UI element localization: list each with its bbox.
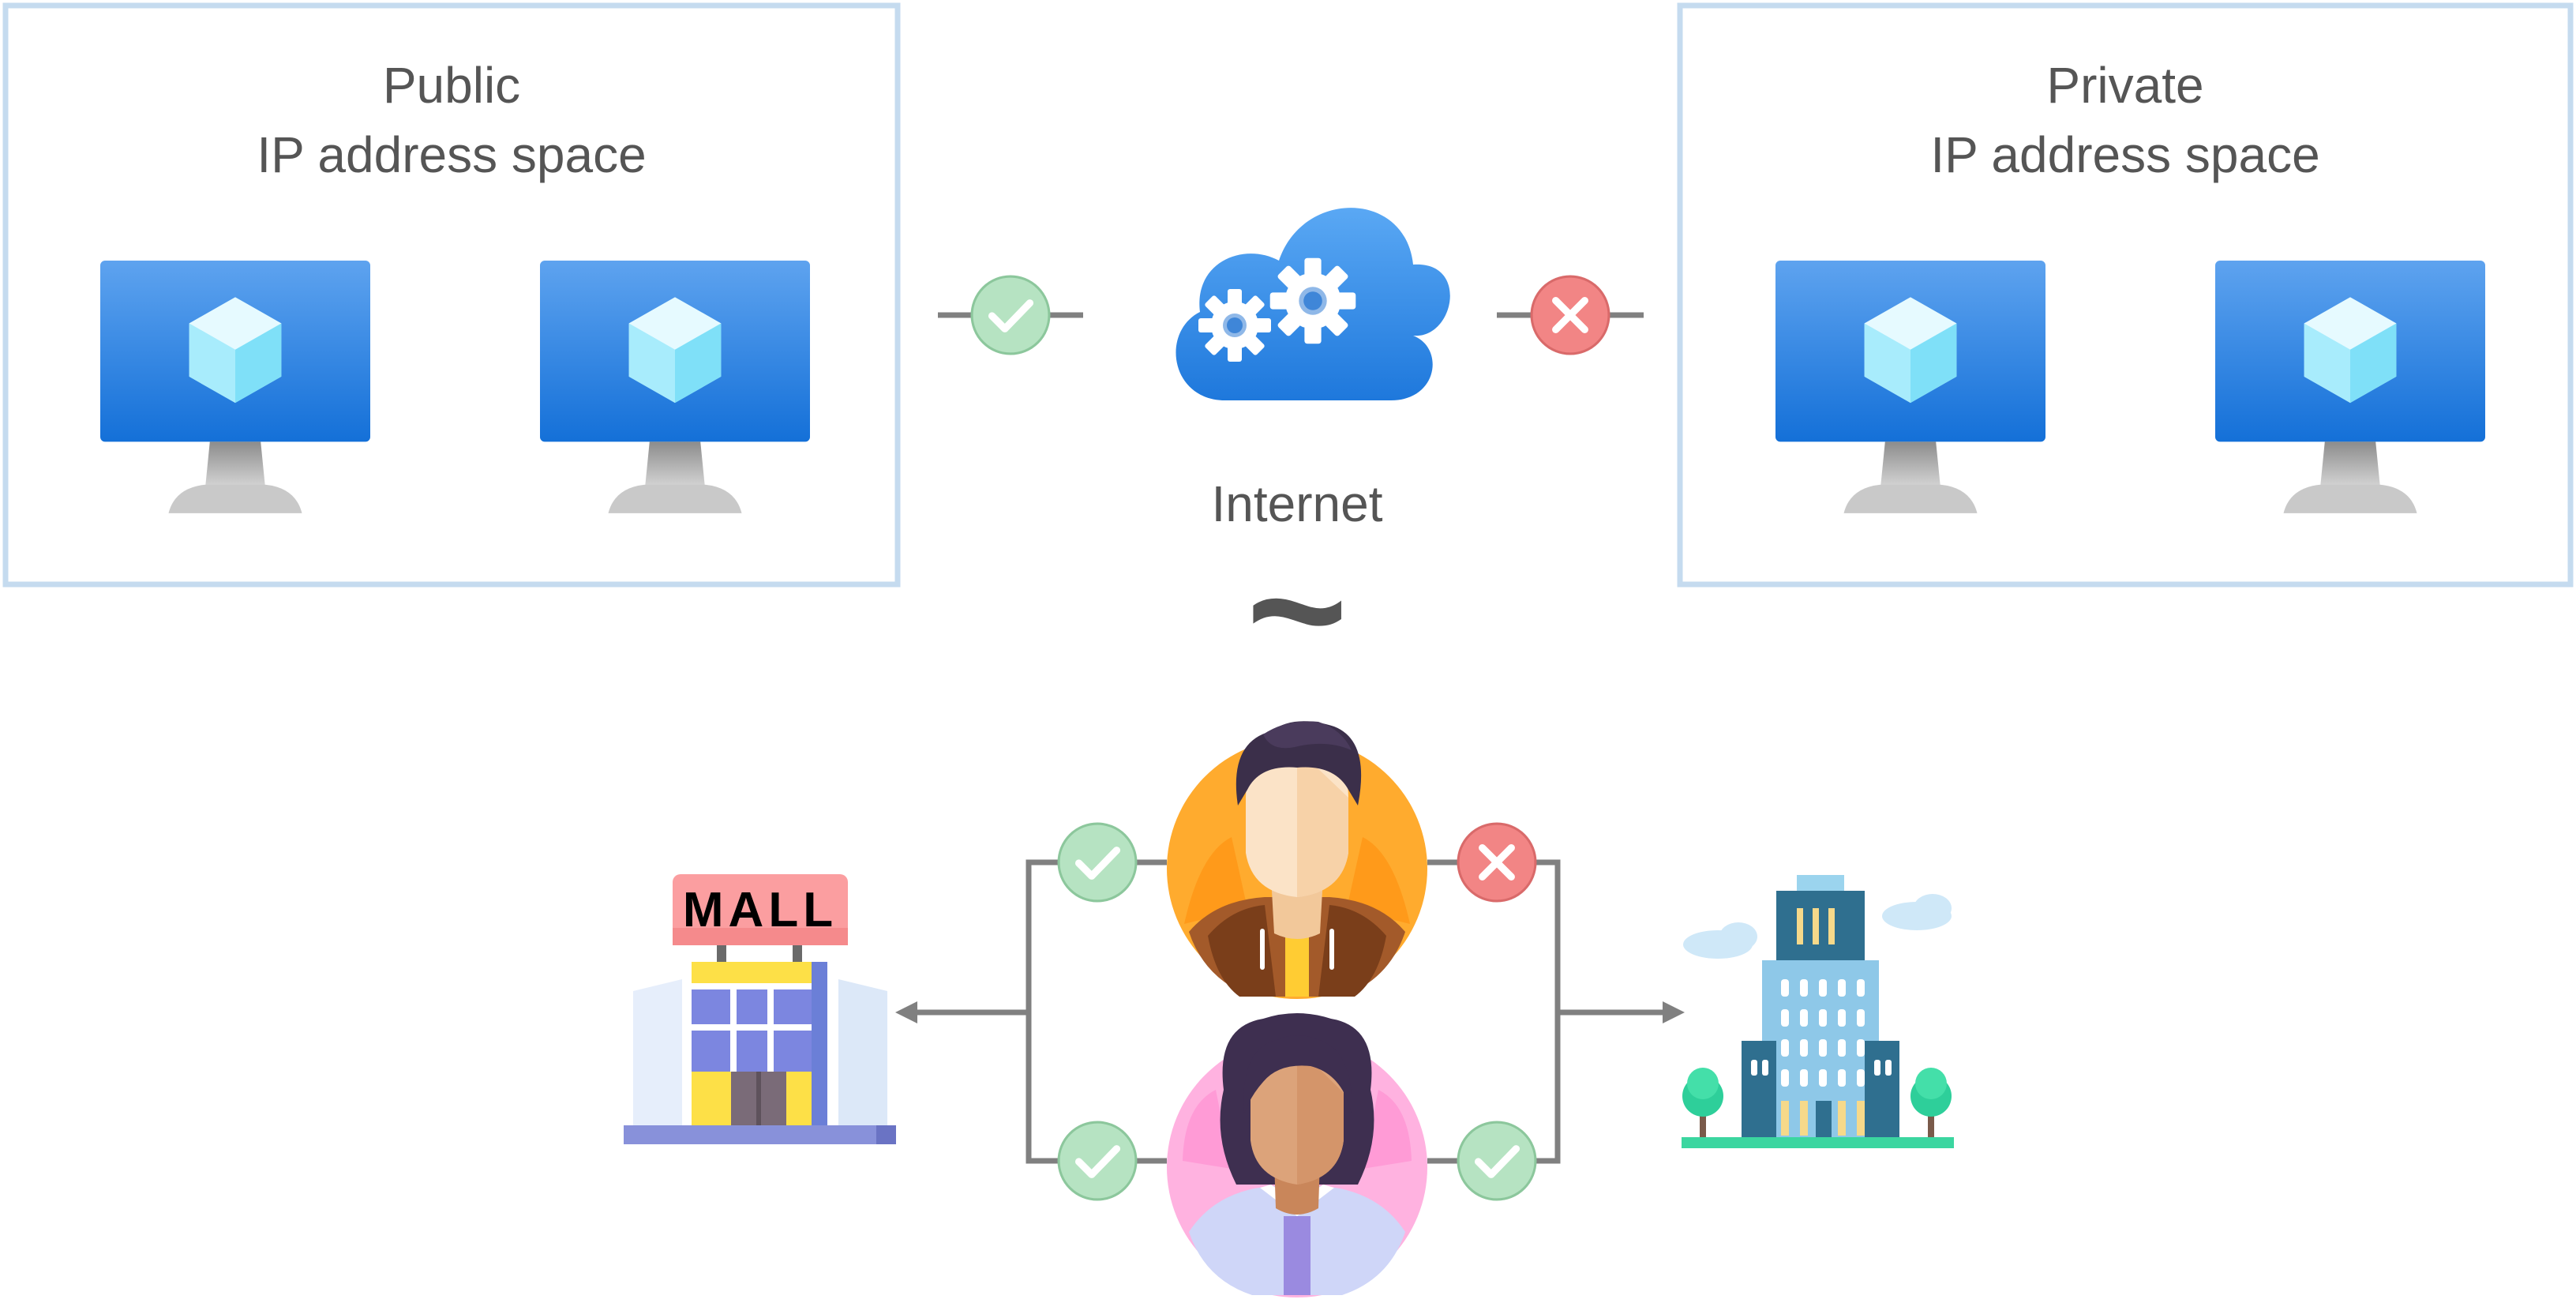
private-title-line2: IP address space [1930,126,2320,183]
similar-symbol: ~ [1246,513,1348,707]
internet-private-connector [1497,276,1644,354]
mall-sign: MALL [683,883,838,937]
office-connector [1427,859,1685,1164]
mall-connector [895,859,1167,1164]
check-circle-icon [1059,824,1136,901]
public-title-line2: IP address space [257,126,647,183]
woman-avatar-icon [1167,1013,1427,1297]
gear-icon [1269,257,1356,344]
office-building-icon [1682,875,1954,1148]
check-circle-icon [972,276,1049,354]
public-ip-space-box [2,2,901,588]
man-avatar-icon [1167,721,1427,999]
private-title-line1: Private [2046,57,2204,114]
internet-label: Internet [1211,475,1383,532]
cloud-gears-icon [1176,208,1450,400]
public-internet-connector [938,276,1083,354]
gear-icon [1198,289,1271,362]
public-title-line1: Public [382,57,521,114]
check-circle-icon [1458,1122,1535,1200]
mall-building-icon: MALL [624,874,896,1144]
private-ip-space-box [1677,2,2574,588]
check-circle-icon [1059,1122,1136,1200]
x-circle-icon [1458,824,1535,901]
x-circle-icon [1532,276,1609,354]
